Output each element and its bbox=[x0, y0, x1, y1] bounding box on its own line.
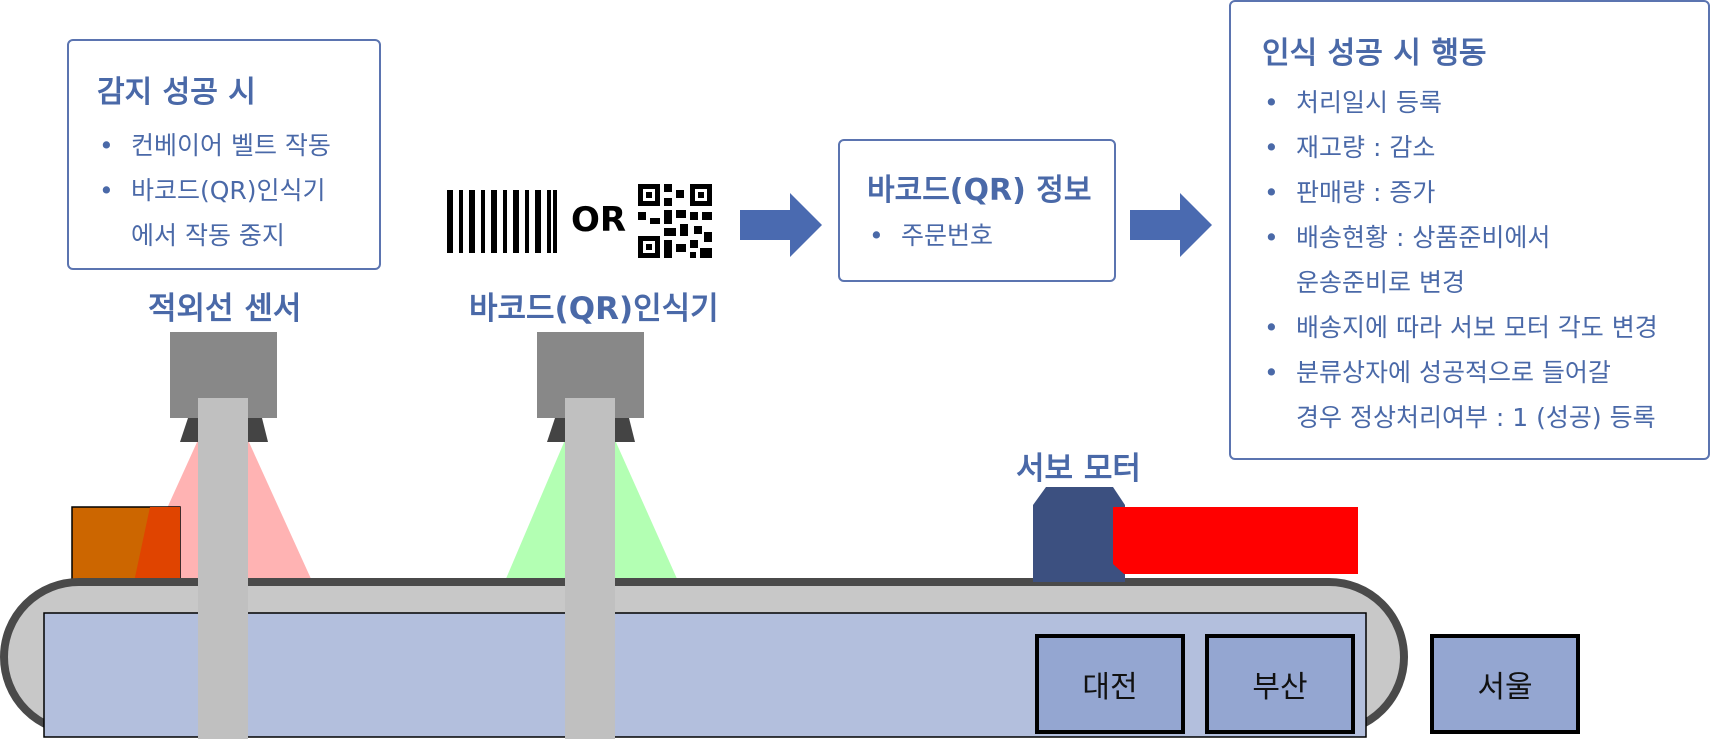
list-item: 컨베이어 벨트 작동 bbox=[97, 123, 379, 168]
destination-box-busan: 부산 bbox=[1205, 634, 1355, 734]
recognition-action-list: 처리일시 등록 재고량 : 감소 판매량 : 증가 배송현황 : 상품준비에서 … bbox=[1262, 80, 1708, 440]
list-item: 바코드(QR)인식기 에서 작동 중지 bbox=[97, 168, 379, 258]
list-item: 주문번호 bbox=[867, 213, 1114, 258]
detect-success-list: 컨베이어 벨트 작동 바코드(QR)인식기 에서 작동 중지 bbox=[97, 123, 379, 258]
barcode-icon bbox=[447, 190, 557, 253]
destination-box-seoul: 서울 bbox=[1430, 634, 1580, 734]
servo-motor bbox=[1033, 487, 1358, 582]
package-beam-overlap bbox=[134, 507, 180, 582]
qr-code-icon bbox=[638, 184, 712, 258]
list-item: 재고량 : 감소 bbox=[1262, 125, 1708, 170]
list-item: 배송지에 따라 서보 모터 각도 변경 bbox=[1262, 305, 1708, 350]
list-item: 배송현황 : 상품준비에서 운송준비로 변경 bbox=[1262, 215, 1708, 305]
barcode-info-box: 바코드(QR) 정보 주문번호 bbox=[838, 139, 1116, 282]
detect-success-title: 감지 성공 시 bbox=[97, 75, 256, 110]
arrow-right-icon bbox=[1130, 193, 1212, 257]
barcode-info-list: 주문번호 bbox=[867, 213, 1114, 258]
barcode-reader-label: 바코드(QR)인식기 bbox=[469, 291, 719, 327]
recognition-action-title: 인식 성공 시 행동 bbox=[1262, 36, 1487, 71]
or-label: OR bbox=[571, 200, 627, 240]
list-item: 처리일시 등록 bbox=[1262, 80, 1708, 125]
arrow-right-icon bbox=[740, 193, 822, 257]
destination-box-daejeon: 대전 bbox=[1035, 634, 1185, 734]
barcode-reader bbox=[537, 332, 644, 739]
list-item: 판매량 : 증가 bbox=[1262, 170, 1708, 215]
infrared-sensor bbox=[170, 332, 277, 739]
recognition-action-box: 인식 성공 시 행동 처리일시 등록 재고량 : 감소 판매량 : 증가 배송현… bbox=[1229, 0, 1710, 460]
servo-motor-label: 서보 모터 bbox=[1016, 451, 1141, 487]
list-item: 분류상자에 성공적으로 들어갈 경우 정상처리여부 : 1 (성공) 등록 bbox=[1262, 350, 1708, 440]
barcode-info-title: 바코드(QR) 정보 bbox=[867, 173, 1092, 208]
ir-sensor-label: 적외선 센서 bbox=[148, 291, 302, 327]
detect-success-box: 감지 성공 시 컨베이어 벨트 작동 바코드(QR)인식기 에서 작동 중지 bbox=[67, 39, 381, 270]
